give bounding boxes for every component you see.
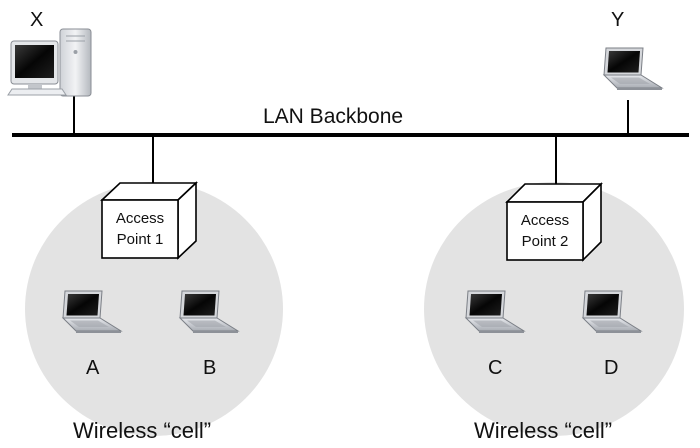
laptop-icon (603, 47, 663, 91)
access-point-2-label: Access Point 2 (507, 210, 583, 252)
node-d-label: D (604, 357, 619, 379)
access-point-1-label: Access Point 1 (102, 208, 178, 250)
access-point-2-box (505, 182, 603, 262)
node-c-label: C (488, 357, 503, 379)
access-point-1-line2: Point 1 (116, 231, 164, 248)
desktop-computer-icon (7, 28, 92, 97)
access-point-2-line2: Point 2 (521, 233, 569, 250)
wireless-cell-2-caption: Wireless “cell” (474, 418, 613, 443)
wireless-cell-1-caption: Wireless “cell” (73, 418, 212, 443)
node-x-label: X (30, 9, 44, 31)
wireless-cell-1 (25, 182, 283, 436)
node-y-label: Y (611, 9, 625, 31)
lan-backbone-label: LAN Backbone (263, 105, 404, 128)
access-point-2-line1: Access (520, 212, 570, 229)
access-point-1-line1: Access (115, 210, 165, 227)
node-a-label: A (86, 357, 100, 379)
node-b-label: B (203, 357, 217, 379)
wireless-cell-2 (424, 182, 684, 436)
access-point-1-box (99, 181, 199, 260)
